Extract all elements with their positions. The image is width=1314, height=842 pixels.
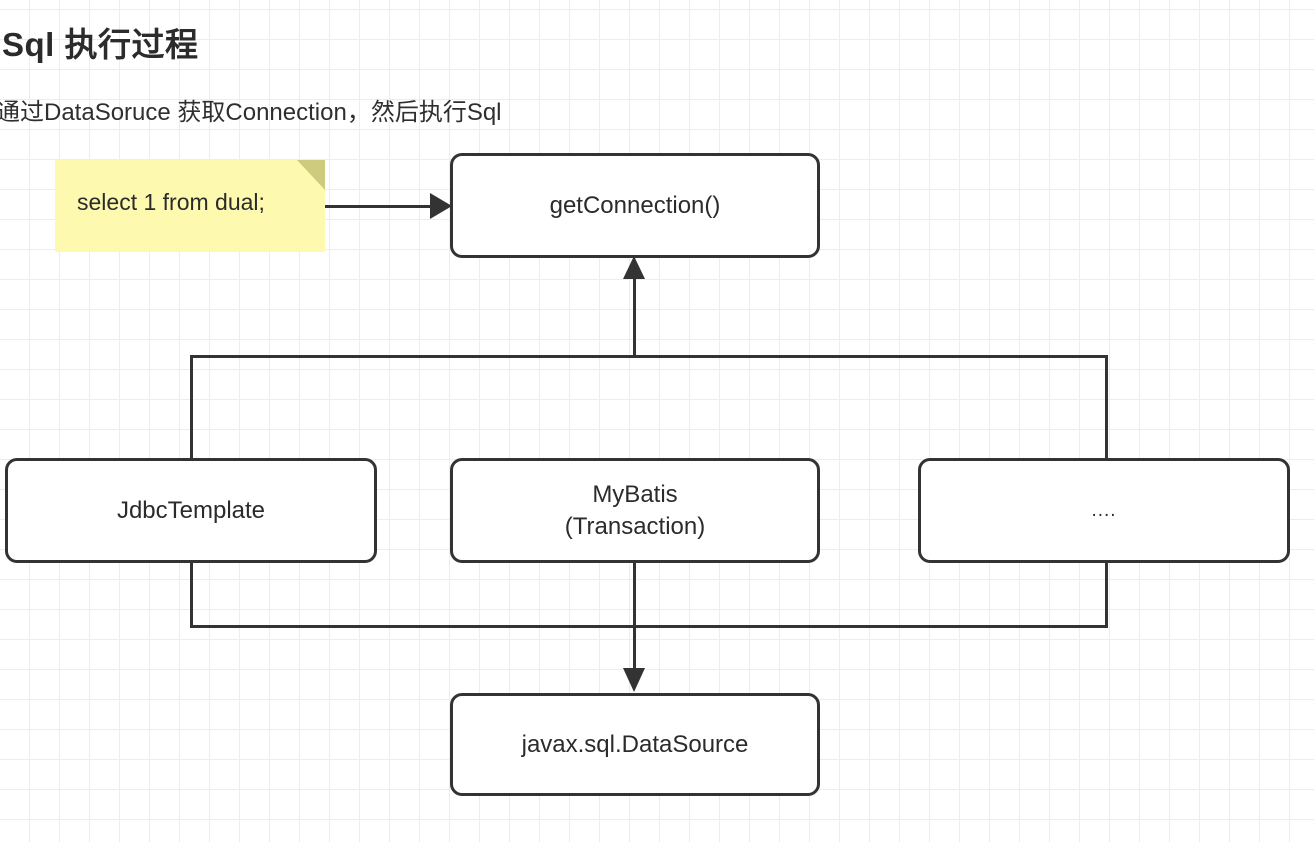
page-subtitle: 通过DataSoruce 获取Connection，然后执行Sql	[0, 99, 502, 126]
connector-bottom-bus-right-riser	[1105, 558, 1108, 628]
connector-bus-to-getconnection	[633, 276, 636, 358]
arrowhead-up-icon	[623, 256, 645, 279]
node-mybatis[interactable]: MyBatis (Transaction)	[450, 458, 820, 563]
node-mybatis-label: MyBatis (Transaction)	[564, 480, 706, 540]
connector-bottom-bus-left-riser	[190, 558, 193, 628]
node-jdbc-template-label: JdbcTemplate	[116, 496, 266, 524]
arrowhead-down-icon	[623, 668, 645, 692]
sticky-note-text: select 1 from dual;	[77, 189, 265, 215]
connector-top-bus-left-drop	[190, 355, 193, 463]
connector-top-bus	[190, 355, 1108, 358]
sticky-note[interactable]: select 1 from dual;	[55, 160, 325, 252]
sticky-note-body	[55, 160, 325, 252]
node-others-label: ....	[1091, 499, 1117, 521]
connector-note-to-getconnection	[325, 205, 437, 208]
page-title: Sql 执行过程	[2, 26, 199, 63]
arrowhead-right-icon	[430, 193, 452, 219]
sticky-note-fold-corner-icon	[297, 160, 325, 190]
connector-bus-to-datasource	[633, 558, 636, 678]
node-jdbc-template[interactable]: JdbcTemplate	[5, 458, 377, 563]
node-javax-sql-datasource[interactable]: javax.sql.DataSource	[450, 693, 820, 796]
node-javax-sql-datasource-label: javax.sql.DataSource	[521, 730, 749, 758]
node-get-connection[interactable]: getConnection()	[450, 153, 820, 258]
node-others[interactable]: ....	[918, 458, 1290, 563]
connector-top-bus-right-drop	[1105, 355, 1108, 463]
node-get-connection-label: getConnection()	[549, 191, 721, 219]
connector-bottom-bus	[190, 625, 1108, 628]
